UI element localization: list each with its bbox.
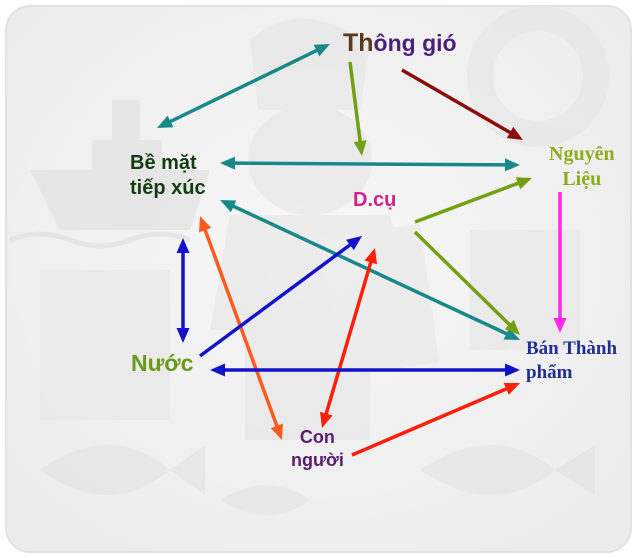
edge-thong-gio-to-nguyen-lieu bbox=[401, 68, 513, 136]
node-ban-thanh-pham-line2: phẩm bbox=[526, 361, 573, 383]
edge-be-mat-to-nguyen-lieu bbox=[232, 161, 508, 167]
node-nuoc: Nước bbox=[131, 350, 194, 376]
node-ban-thanh-pham-line1: Bán Thành bbox=[526, 338, 618, 359]
arrowhead-nguyen-lieu bbox=[515, 177, 532, 190]
arrowhead-ban-thanh-pham bbox=[503, 327, 520, 340]
node-con-nguoi-line1: Con bbox=[299, 427, 335, 447]
arrowhead-ban-thanh-pham bbox=[504, 319, 520, 335]
arrowhead-be-mat bbox=[199, 216, 212, 233]
edge-thong-gio-to-dcu bbox=[348, 61, 363, 144]
node-nguyen-lieu-line1: Nguyên bbox=[549, 143, 615, 165]
edge-layer bbox=[157, 44, 567, 457]
edge-be-mat-to-con-nguoi bbox=[202, 227, 280, 429]
node-nguyen-lieu: Nguyên Liệu bbox=[549, 142, 615, 192]
node-ban-thanh-pham: Bán Thành phẩm bbox=[526, 337, 617, 385]
arrowhead-nuoc bbox=[176, 328, 190, 343]
background-illustration bbox=[9, 5, 609, 515]
arrowhead-ban-thanh-pham bbox=[553, 318, 567, 333]
edge-con-nguoi-to-ban-thanh-pham bbox=[351, 386, 509, 457]
node-be-mat-line1: Bề mặt bbox=[130, 152, 197, 174]
node-con-nguoi: Con người bbox=[291, 426, 344, 471]
node-thong-gio-first: Th bbox=[343, 29, 374, 57]
arrowhead-con-nguoi bbox=[320, 411, 333, 428]
arrowhead-dcu bbox=[353, 140, 367, 156]
arrowhead-be-mat bbox=[220, 200, 237, 213]
node-thong-gio-rest: ông gió bbox=[373, 30, 457, 56]
arrowhead-be-mat bbox=[176, 238, 190, 253]
arrowhead-dcu bbox=[346, 236, 362, 251]
arrowhead-be-mat bbox=[157, 115, 174, 128]
lifebuoy-silhouette bbox=[467, 5, 609, 147]
node-dcu: D.cụ bbox=[353, 189, 397, 211]
ship-silhouette bbox=[9, 100, 210, 249]
edge-dcu-to-con-nguoi bbox=[323, 259, 374, 417]
fish-silhouettes bbox=[40, 445, 595, 515]
arrowhead-nguyen-lieu bbox=[506, 126, 523, 140]
node-be-mat-line2: tiếp xúc bbox=[130, 177, 206, 199]
arrowhead-ban-thanh-pham bbox=[503, 382, 520, 395]
node-be-mat-tiep-xuc: Bề mặt tiếp xúc bbox=[130, 151, 206, 201]
edge-nuoc-to-dcu bbox=[198, 242, 353, 358]
arrowhead-be-mat bbox=[220, 156, 236, 170]
arrowhead-nuoc bbox=[210, 363, 225, 377]
edge-dcu-to-ban-thanh-pham bbox=[413, 230, 512, 328]
arrowhead-con-nguoi bbox=[270, 423, 283, 440]
arrowhead-dcu bbox=[364, 248, 377, 265]
arrowhead-thong-gio bbox=[313, 44, 330, 57]
arrowhead-ban-thanh-pham bbox=[505, 363, 520, 377]
edge-thong-gio-to-be-mat bbox=[167, 48, 320, 124]
node-nguyen-lieu-line2: Liệu bbox=[562, 168, 602, 190]
edge-dcu-to-nguyen-lieu bbox=[414, 180, 521, 224]
arrowhead-nguyen-lieu bbox=[504, 158, 520, 172]
node-thong-gio: Thông gió bbox=[343, 28, 457, 59]
node-con-nguoi-line2: người bbox=[291, 449, 344, 470]
